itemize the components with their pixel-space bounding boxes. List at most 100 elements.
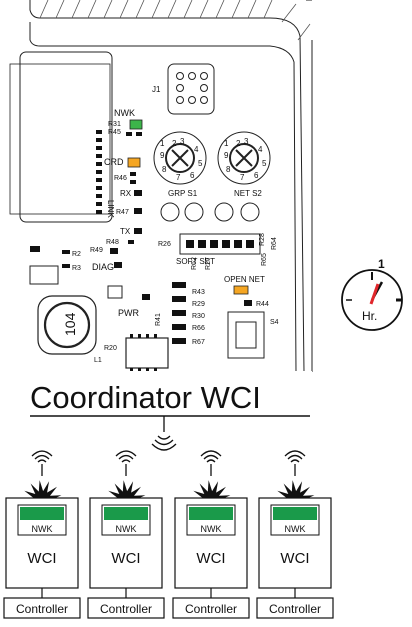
inductor-value-label: 104: [62, 312, 78, 336]
s4-button: [227, 311, 265, 359]
r65-label: R65: [261, 253, 268, 266]
nwk-led: [129, 119, 143, 130]
nwk-label: NWK: [285, 524, 306, 534]
grp-digit-2: 2: [172, 139, 177, 148]
pwr-label: PWR: [118, 308, 139, 318]
grp-digit-3: 3: [180, 137, 185, 146]
r41-label: R41: [155, 313, 162, 326]
link-rx-tx-group: LINK RX R47 TX R48 R49 DIAG: [90, 189, 142, 272]
r30-label: R30: [192, 313, 205, 320]
nwk-label: NWK: [201, 524, 222, 534]
wci-label: WCI: [280, 550, 309, 567]
nwk-led: [20, 507, 64, 520]
r62-label: R62: [191, 257, 198, 270]
nwk-label: NWK: [116, 524, 137, 534]
r47-label: R47: [116, 209, 129, 216]
r3-label: R3: [72, 265, 81, 272]
nwk-label: NWK: [32, 524, 53, 534]
r44-label: R44: [256, 301, 269, 308]
net-digit-3: 3: [244, 137, 249, 146]
net-rotary-switch: 2 3 4 5 6 7 8 9 1 NET S2: [217, 131, 271, 198]
grp-digit-8: 8: [162, 165, 167, 174]
antenna-icon: [31, 450, 53, 476]
flash-burst-icon: [191, 480, 231, 500]
r28-label: R28: [259, 233, 266, 246]
controller-label: Controller: [100, 602, 152, 616]
r49-label: R49: [90, 247, 103, 254]
j1-connector: J1: [152, 63, 215, 115]
ic-chip: R20: [104, 334, 169, 372]
r31-label: R31: [108, 121, 121, 128]
antenna-icon: [115, 450, 137, 476]
r46-label: R46: [114, 175, 127, 182]
mounting-holes: [160, 202, 260, 222]
controller-box: [256, 597, 334, 619]
left-resistors: R2 R3: [29, 246, 81, 285]
rx-label: RX: [120, 189, 132, 198]
wci-device: NWK WCI Controller: [3, 450, 81, 619]
net-digit-2: 2: [236, 139, 241, 148]
l1-label: L1: [94, 357, 102, 364]
coordinator-title: Coordinator WCI: [30, 380, 261, 415]
board-top-edge: [29, 0, 312, 373]
r27-label: R27: [205, 257, 212, 270]
j1-label: J1: [152, 85, 161, 94]
wci-device: NWK WCI Controller: [87, 450, 165, 619]
inductor-l1: 104 L1: [37, 295, 102, 364]
r43-label: R43: [192, 289, 205, 296]
display-window: [19, 51, 113, 223]
net-digit-4: 4: [258, 145, 263, 154]
r67-label: R67: [192, 339, 205, 346]
net-digit-7: 7: [240, 173, 245, 182]
nwk-led: [104, 507, 148, 520]
display-pins: [96, 130, 102, 214]
controller-label: Controller: [185, 602, 237, 616]
wci-label: WCI: [196, 550, 225, 567]
net-digit-5: 5: [262, 159, 267, 168]
r48-label: R48: [106, 239, 119, 246]
grp-digit-5: 5: [198, 159, 203, 168]
crd-led: [127, 157, 141, 168]
tx-label: TX: [120, 227, 131, 236]
net-digit-6: 6: [254, 171, 259, 180]
flash-burst-icon: [22, 480, 62, 500]
nwk-led: [273, 507, 317, 520]
r2-label: R2: [72, 251, 81, 258]
controller-box: [87, 597, 165, 619]
wci-device: NWK WCI Controller: [256, 450, 334, 619]
timer-value: 1: [378, 257, 385, 271]
net-digit-1: 1: [224, 139, 229, 148]
r66-label: R66: [192, 325, 205, 332]
net-s2-label: NET S2: [234, 189, 262, 198]
controller-box: [3, 597, 81, 619]
nwk-led: [189, 507, 233, 520]
r26-label: R26: [158, 241, 171, 248]
grp-digit-9: 9: [160, 151, 165, 160]
controller-label: Controller: [269, 602, 321, 616]
net-digit-9: 9: [224, 151, 229, 160]
s4-label: S4: [270, 319, 279, 326]
middle-resistors: R62 R27 R43 R29 R30 R66 R67 R41: [155, 257, 212, 346]
grp-digit-4: 4: [194, 145, 199, 154]
wci-label: WCI: [27, 550, 56, 567]
grp-rotary-switch: 2 3 4 5 6 7 8 9 1 GRP S1: [153, 131, 207, 198]
controller-label: Controller: [16, 602, 68, 616]
link-label: LINK: [106, 200, 115, 218]
r20-label: R20: [104, 345, 117, 352]
antenna-icon: [200, 450, 222, 476]
r64-label: R64: [271, 237, 278, 250]
grp-s1-label: GRP S1: [168, 189, 198, 198]
controller-box: [172, 597, 250, 619]
antenna-icon: [284, 450, 306, 476]
wci-label: WCI: [111, 550, 140, 567]
soft-set-group: R26 R28 SOFT SET R65 R64: [158, 233, 278, 266]
soft-set-label: SOFT SET: [176, 257, 215, 266]
circuit-board: J1 NWK R31 R45 CRD R46 LINK RX R47 TX R4…: [0, 0, 313, 373]
diag-label: DIAG: [92, 262, 114, 272]
flash-burst-icon: [106, 480, 146, 500]
wci-devices: NWK WCI Controller NWK WCI Controller NWK WCI Co…: [3, 450, 334, 619]
timer-icon: 1 Hr.: [341, 257, 403, 331]
net-digit-8: 8: [226, 165, 231, 174]
r29-label: R29: [192, 301, 205, 308]
